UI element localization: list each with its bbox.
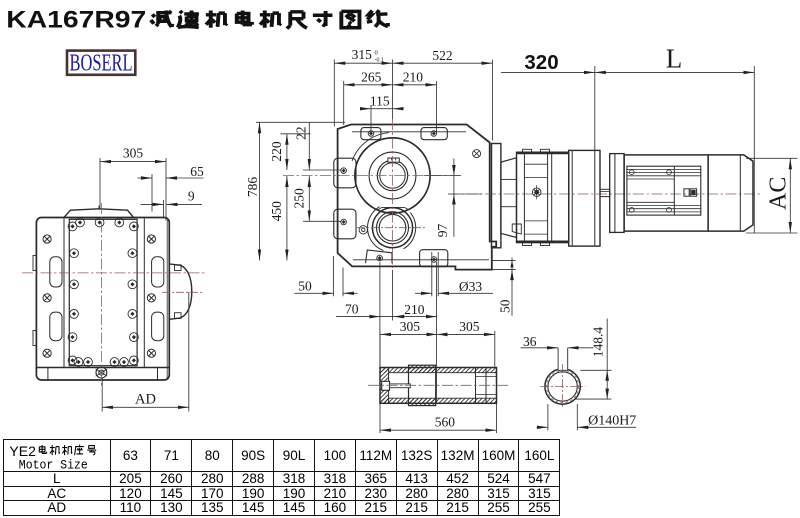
svg-text:Ø33: Ø33 — [459, 279, 482, 294]
svg-text:AC: AC — [766, 177, 792, 210]
svg-text:450: 450 — [269, 201, 284, 222]
svg-text:148.4: 148.4 — [590, 327, 605, 358]
svg-text:315: 315 — [352, 47, 373, 62]
svg-text:70: 70 — [345, 301, 359, 316]
svg-text:560: 560 — [435, 414, 456, 429]
svg-text:AD: AD — [135, 391, 156, 407]
svg-text:220: 220 — [269, 141, 284, 162]
svg-text:BOSERL: BOSERL — [70, 50, 133, 76]
svg-text:305: 305 — [123, 145, 144, 160]
svg-text:36: 36 — [523, 334, 537, 349]
svg-text:L: L — [666, 44, 683, 74]
svg-text:Ø140H7: Ø140H7 — [588, 413, 636, 428]
svg-text:305: 305 — [459, 319, 480, 334]
svg-text:522: 522 — [432, 48, 452, 63]
svg-text:0: 0 — [375, 50, 378, 57]
svg-text:-0.1: -0.1 — [375, 58, 385, 64]
svg-text:250: 250 — [292, 188, 307, 209]
svg-text:115: 115 — [370, 94, 390, 109]
svg-text:97: 97 — [435, 224, 450, 238]
svg-text:305: 305 — [400, 319, 421, 334]
svg-text:50: 50 — [497, 299, 512, 313]
svg-text:50: 50 — [298, 279, 312, 294]
svg-text:210: 210 — [403, 69, 424, 84]
svg-text:9: 9 — [188, 188, 195, 203]
svg-text:265: 265 — [361, 69, 382, 84]
svg-text:65: 65 — [190, 164, 204, 179]
svg-text:22: 22 — [294, 127, 309, 141]
svg-text:210: 210 — [404, 302, 425, 317]
svg-text:786: 786 — [245, 177, 260, 198]
svg-text:320: 320 — [524, 51, 558, 74]
svg-text:KA167R97: KA167R97 — [6, 7, 146, 34]
